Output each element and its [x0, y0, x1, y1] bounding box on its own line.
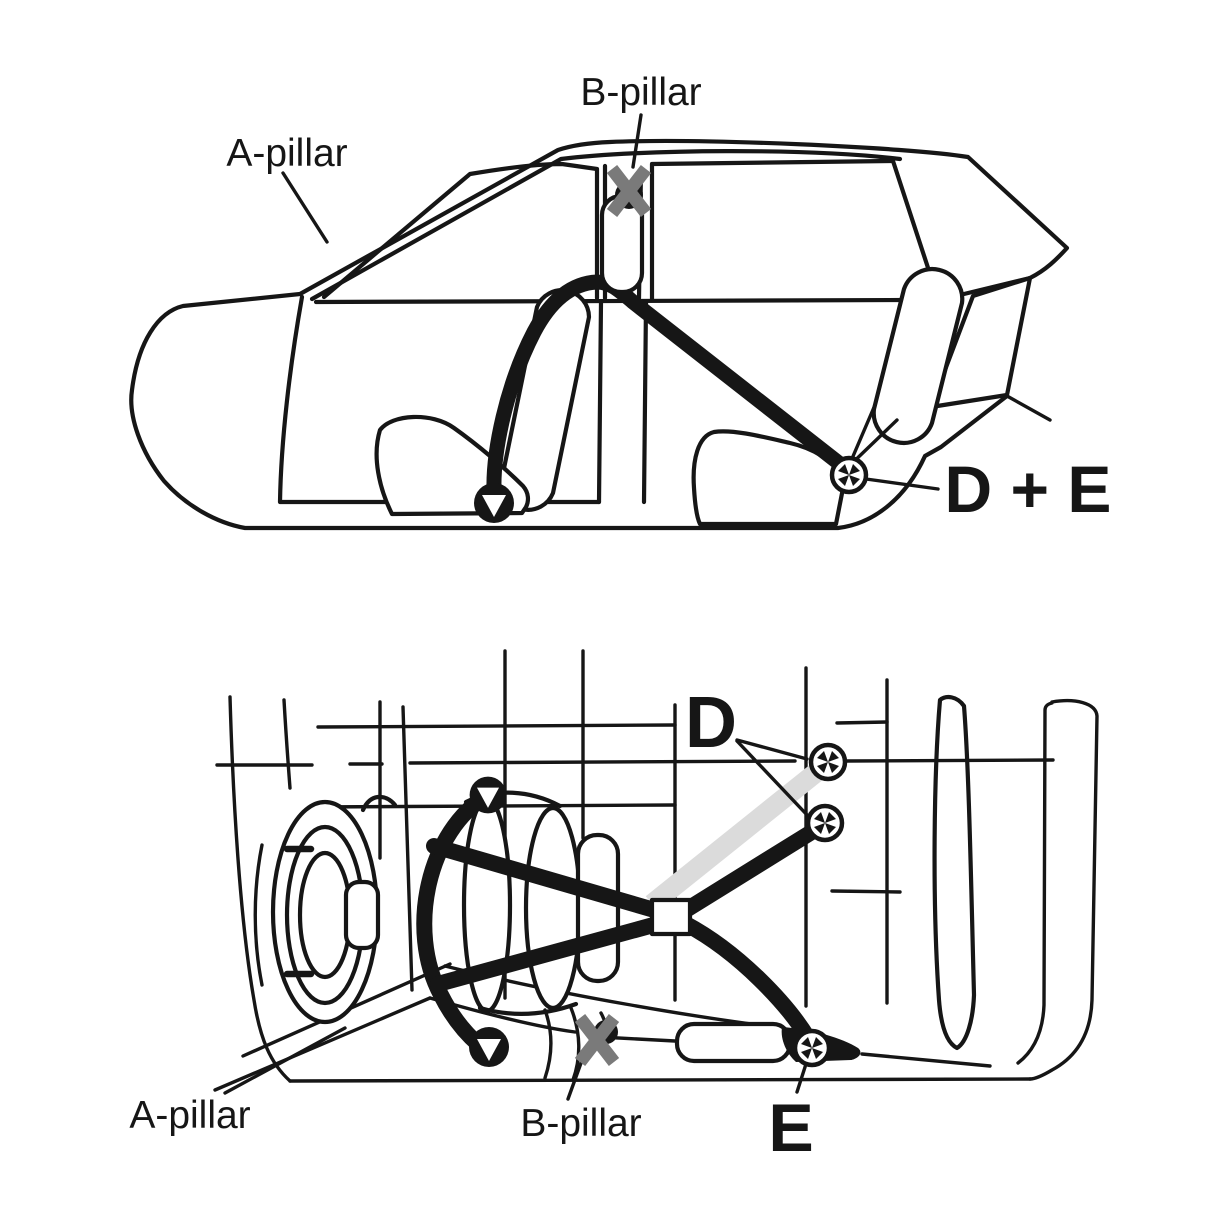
door-glass-outline [932, 694, 977, 1051]
d-label: D [685, 683, 737, 763]
rocker-bottom-line [288, 1077, 1032, 1083]
seat-edge-bump [360, 794, 398, 813]
rear-right-edge [1016, 698, 1099, 1081]
steering-wheel-outer-arc [253, 843, 264, 987]
front-left-edge [228, 695, 292, 1083]
seat-headrest [575, 832, 621, 984]
steering-wheel [253, 799, 381, 1025]
car-body-outline [129, 138, 1070, 531]
b-pillar-label-side: B-pillar [580, 71, 701, 114]
anchor-point-d-e [832, 458, 866, 492]
far-rail-line [316, 720, 889, 729]
lateral-line [215, 758, 1055, 767]
a-pillar-leader-plan [223, 1026, 347, 1095]
b-pillar-leader-plan [566, 1061, 583, 1101]
belt-highlight-band [645, 763, 825, 912]
a-pillar-label-plan: A-pillar [129, 1094, 250, 1137]
belt-upper-run [426, 838, 676, 922]
rear-seat-cushion [691, 429, 848, 527]
lower-belt-end-marker [474, 483, 514, 523]
e-leader [795, 1062, 808, 1094]
anchor-point-d-upper [811, 745, 845, 779]
belt-end-marker-bottom [469, 1027, 509, 1067]
belt-to-lower-anchor [678, 817, 831, 918]
belt-end-marker-top [469, 776, 507, 814]
plan-view: D E B-pillar A-pillar [129, 649, 1099, 1166]
steering-column [343, 879, 381, 951]
seat-bottom-edge [477, 1001, 579, 1016]
anchor-point-d-lower [808, 806, 842, 840]
front-window [321, 161, 600, 301]
d-e-leader [864, 477, 940, 491]
seat-bolster-right [523, 805, 583, 1011]
belt-arc [416, 787, 496, 1053]
e-label: E [768, 1090, 813, 1166]
rear-seat-backrest [871, 267, 965, 445]
belt-lower-run [430, 913, 676, 992]
cross-members [378, 649, 889, 1008]
a-pillar-leader [281, 171, 329, 244]
b-pillar-leader [631, 113, 643, 169]
car-body-plan [213, 649, 1099, 1092]
steering-wheel-spokes [283, 845, 315, 978]
sill-band [428, 964, 992, 1068]
sill-trim [674, 1021, 793, 1064]
b-pillar-label-plan: B-pillar [520, 1102, 641, 1145]
d-leaders [735, 738, 811, 819]
d-plus-e-label: D + E [945, 452, 1112, 526]
rear-window [649, 158, 935, 303]
a-pillar-label-side: A-pillar [226, 132, 347, 175]
seats-side [374, 267, 1033, 527]
roof-inner-line [309, 149, 903, 302]
seatbelt-webbing-plan [416, 787, 831, 1053]
buckle-junction [649, 897, 693, 937]
belt-to-sill-anchor [678, 916, 816, 1046]
side-view: A-pillar B-pillar D + E [129, 71, 1112, 531]
driver-seat-plan [360, 790, 621, 1016]
anchor-point-e [795, 1031, 829, 1065]
